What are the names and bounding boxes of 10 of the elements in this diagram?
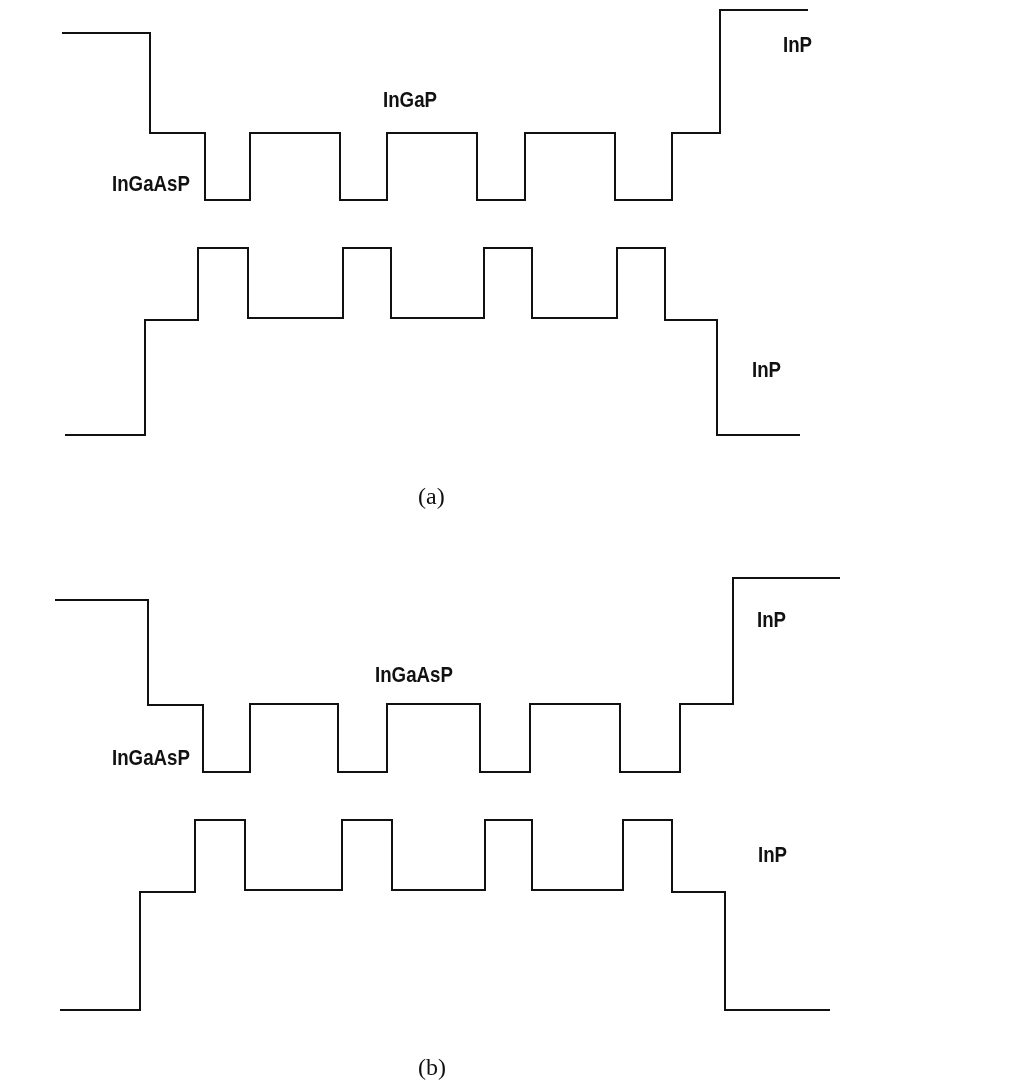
panel-caption: (b) bbox=[418, 1054, 446, 1080]
material-label: InP bbox=[783, 33, 813, 57]
material-label: InGaAsP bbox=[112, 746, 190, 770]
material-label: InGaP bbox=[383, 88, 438, 112]
material-label: InP bbox=[757, 608, 787, 632]
material-label: InGaAsP bbox=[112, 172, 190, 196]
material-label: InP bbox=[752, 358, 782, 382]
material-label: InP bbox=[758, 843, 788, 867]
material-label: InGaAsP bbox=[375, 663, 453, 687]
panel-caption: (a) bbox=[418, 483, 445, 509]
